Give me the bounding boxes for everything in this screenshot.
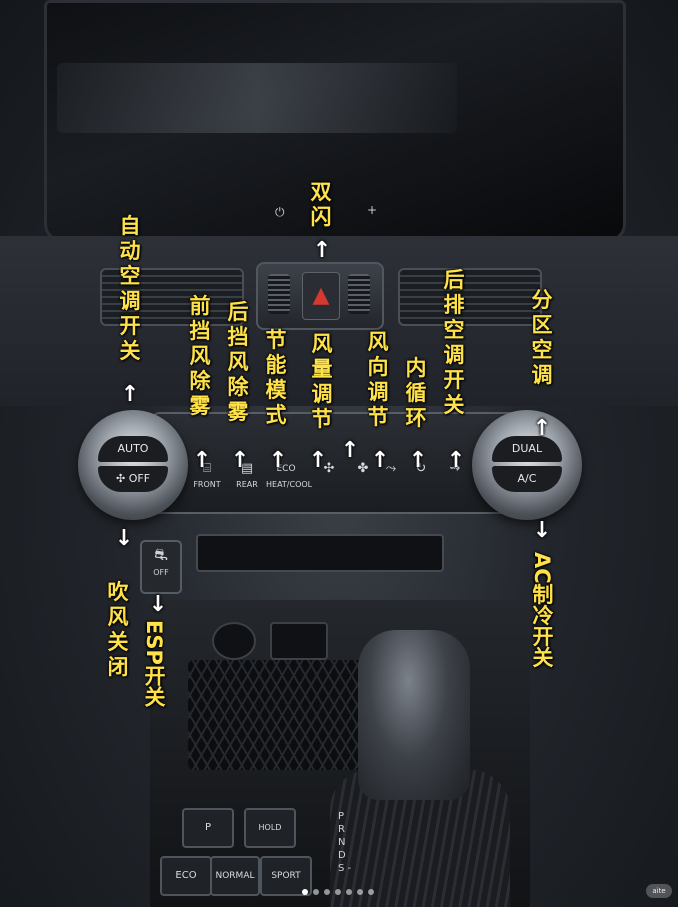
annotation-recirculation: 内循环: [405, 356, 427, 430]
carousel-dot[interactable]: [335, 889, 341, 895]
arrow-auto-switch: ↑: [120, 382, 140, 407]
arrow-fan-speed-2: ↑: [340, 438, 360, 463]
left-vent-wheel[interactable]: [268, 274, 290, 314]
gear-shifter[interactable]: [358, 630, 470, 800]
fan-off-label: OFF: [128, 472, 151, 485]
dual-button[interactable]: DUAL: [492, 436, 562, 462]
annotation-auto-switch: 自动空调开关: [119, 214, 141, 363]
fan-up-key[interactable]: ✤: [346, 458, 380, 498]
annotation-fan-off: 吹风关闭: [107, 580, 129, 679]
rear-ac-icon: ⇝: [449, 461, 461, 476]
left-temperature-knob[interactable]: AUTO ✣ OFF: [78, 410, 188, 520]
usb-port: [270, 622, 328, 660]
arrow-dual-zone: ↑: [532, 416, 552, 441]
rear-ac-key[interactable]: ⇝: [438, 458, 472, 498]
arrow-eco-mode: ↑: [268, 448, 288, 473]
storage-slot: [196, 534, 444, 572]
screen-plus-button[interactable]: +: [367, 203, 378, 217]
arrow-hazard: ↑: [312, 238, 332, 263]
screen-power-button[interactable]: ⏻: [275, 205, 285, 219]
annotation-rear-ac: 后排空调开关: [443, 268, 465, 417]
ac-button[interactable]: A/C: [492, 466, 562, 492]
esp-off-button[interactable]: ⛐ OFF: [140, 540, 182, 594]
annotation-air-direction: 风向调节: [367, 330, 389, 429]
rear-defrost-key[interactable]: ▤ REAR: [230, 458, 264, 498]
rear-defrost-label: REAR: [236, 480, 258, 489]
arrow-front-defrost: ↑: [192, 448, 212, 473]
power-outlet: [212, 622, 256, 660]
annotation-eco-mode: 节能模式: [265, 328, 287, 427]
front-defrost-key[interactable]: ⌸ FRONT: [190, 458, 224, 498]
annotation-rear-defrost: 后挡风除雾: [227, 300, 249, 424]
left-center-vent: [100, 268, 244, 326]
watermark: aite: [646, 884, 672, 898]
front-defrost-icon: ⌸: [203, 461, 211, 476]
arrow-rear-defrost: ↑: [230, 448, 250, 473]
arrow-ac: ↓: [532, 518, 552, 543]
annotation-dual-zone: 分区空调: [531, 288, 553, 387]
carousel-dot[interactable]: [313, 889, 319, 895]
rear-defrost-icon: ▤: [240, 461, 254, 476]
arrow-fan-off: ↓: [114, 526, 134, 551]
fan-low-icon: ✣: [323, 461, 335, 476]
hazard-button[interactable]: ▲: [302, 272, 340, 320]
arrow-fan-speed-1: ↑: [308, 448, 328, 473]
normal-drive-button[interactable]: NORMAL: [210, 856, 260, 896]
right-center-vent: [398, 268, 542, 326]
carousel-dot[interactable]: [357, 889, 363, 895]
air-direction-key[interactable]: ⤳: [374, 458, 408, 498]
hazard-cluster: ▲: [256, 262, 384, 330]
esp-off-label: OFF: [153, 568, 169, 577]
auto-button[interactable]: AUTO: [98, 436, 168, 462]
recirculation-key[interactable]: ↻: [404, 458, 438, 498]
hold-button[interactable]: HOLD: [244, 808, 296, 848]
carousel-dot[interactable]: [368, 889, 374, 895]
carousel-dot[interactable]: [324, 889, 330, 895]
annotation-fan-speed: 风量调节: [311, 332, 333, 431]
eco-drive-button[interactable]: ECO: [160, 856, 212, 896]
front-defrost-label: FRONT: [193, 480, 221, 489]
parking-brake-button[interactable]: P: [182, 808, 234, 848]
carousel-dot[interactable]: [302, 889, 308, 895]
fan-off-button[interactable]: ✣ OFF: [98, 466, 168, 492]
eco-key-sublabel: HEAT/COOL: [266, 480, 313, 489]
screen-reflection: [57, 63, 457, 133]
wireless-charging-pad: [188, 660, 388, 770]
skid-car-icon: ⛐: [154, 545, 168, 564]
right-vent-wheel[interactable]: [348, 274, 370, 314]
right-temperature-knob[interactable]: DUAL A/C: [472, 410, 582, 520]
annotation-esp: ESP开关: [142, 620, 166, 707]
fan-high-icon: ✤: [357, 461, 369, 476]
annotation-front-defrost: 前挡风除雾: [189, 294, 211, 418]
eco-key[interactable]: ECO HEAT/COOL: [266, 458, 312, 498]
arrow-esp: ↓: [148, 592, 168, 617]
arrow-recirculation: ↑: [408, 448, 428, 473]
carousel-dot[interactable]: [346, 889, 352, 895]
annotation-ac: AC制冷开关: [530, 552, 554, 668]
infotainment-screen: ⏻ +: [44, 0, 626, 242]
hazard-triangle-icon: ▲: [312, 283, 330, 308]
fan-down-key[interactable]: ✣: [312, 458, 346, 498]
annotation-hazard: 双闪: [310, 180, 332, 229]
arrow-air-direction: ↑: [370, 448, 390, 473]
eco-key-label: ECO: [276, 464, 296, 474]
recirculation-icon: ↻: [415, 461, 427, 476]
gear-position-indicator: P R N D S -: [338, 811, 352, 874]
air-direction-icon: ⤳: [385, 461, 397, 476]
arrow-rear-ac: ↑: [446, 448, 466, 473]
fan-icon: ✣: [115, 472, 126, 485]
carousel-indicator: [302, 880, 379, 899]
